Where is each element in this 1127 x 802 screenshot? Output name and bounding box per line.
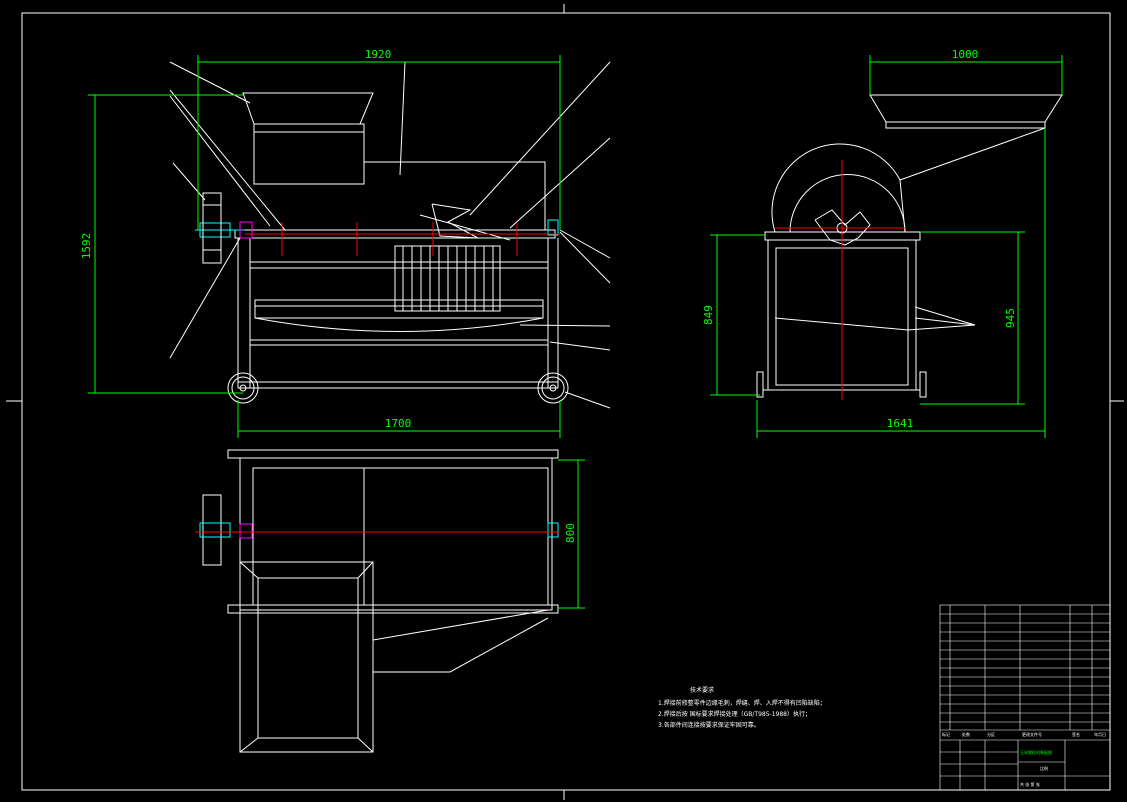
front-wheelbase-dimension: 1700: [385, 417, 412, 430]
front-centerlines: [245, 222, 560, 256]
top-view: [199, 449, 559, 753]
side-dimension-lines: [710, 55, 1063, 438]
title-sheet-label: 共 张 第 张: [1020, 781, 1040, 787]
tech-req-item-2: 2.焊接后按 国标要求焊接处理（GB/T985-1988）执行；: [658, 710, 811, 718]
title-header-zone: 分区: [987, 731, 995, 737]
side-view: [756, 94, 1063, 398]
front-view: [169, 61, 611, 409]
side-width-dimension: 1641: [887, 417, 914, 430]
technical-requirements: 技术要求 1.焊接前修整零件边缘毛刺，焊缝、焊、入焊不得有凹陷缺陷； 2.焊接后…: [658, 686, 826, 729]
top-width-dimension: 800: [564, 523, 577, 543]
front-height-dimension: 1592: [80, 233, 93, 260]
drawing-name: 玉米脱粒机装配图: [1020, 749, 1052, 755]
title-header-change: 更改文件号: [1022, 731, 1042, 737]
side-hopper-width-dimension: 1000: [952, 48, 979, 61]
title-scale-label: 比例: [1040, 765, 1048, 771]
front-dimension-lines: [88, 55, 561, 438]
side-total-height-dimension: 945: [1004, 308, 1017, 328]
title-block: [939, 604, 1111, 791]
side-frame-height-dimension: 849: [702, 305, 715, 325]
front-length-dimension: 1920: [365, 48, 392, 61]
tech-req-item-1: 1.焊接前修整零件边缘毛刺，焊缝、焊、入焊不得有凹陷缺陷；: [658, 699, 826, 707]
title-header-date: 年月日: [1094, 731, 1106, 737]
title-header-mark: 标记: [942, 731, 950, 737]
tech-req-title: 技术要求: [690, 686, 714, 694]
title-header-count: 处数: [962, 731, 970, 737]
tech-req-item-3: 3.各部件间连接按要求保证牢固可靠。: [658, 721, 760, 729]
title-header-sign: 签名: [1072, 731, 1080, 737]
drawing-frame: [6, 4, 1124, 800]
side-centerlines: [775, 160, 905, 400]
top-dimension-lines: [558, 459, 585, 609]
